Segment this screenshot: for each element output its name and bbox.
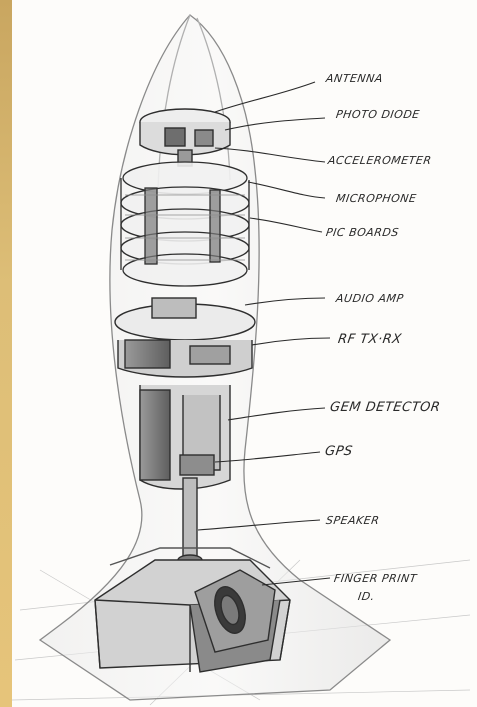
leader-pic-boards bbox=[250, 218, 322, 232]
label-photo-diode: PHOTO DIODE bbox=[335, 108, 421, 121]
label-speaker: SPEAKER bbox=[325, 514, 380, 527]
label-rf-tx-rx: RF TX·RX bbox=[337, 332, 403, 347]
label-accelerometer: ACCELEROMETER bbox=[327, 154, 432, 167]
label-pic-boards: PIC BOARDS bbox=[325, 226, 400, 239]
leader-microphone bbox=[248, 182, 325, 198]
label-gem-detector: GEM DETECTOR bbox=[329, 400, 441, 415]
leader-rf bbox=[252, 338, 330, 345]
label-finger-print-id: ID. bbox=[357, 590, 376, 603]
label-gps: GPS bbox=[324, 444, 354, 459]
label-audio-amp: AUDIO AMP bbox=[335, 292, 404, 305]
pic-board-stack bbox=[121, 162, 249, 286]
label-microphone: MICROPHONE bbox=[335, 192, 417, 205]
detector-section bbox=[140, 385, 230, 489]
label-antenna: ANTENNA bbox=[325, 72, 384, 85]
label-finger-print: FINGER PRINT bbox=[333, 572, 418, 585]
